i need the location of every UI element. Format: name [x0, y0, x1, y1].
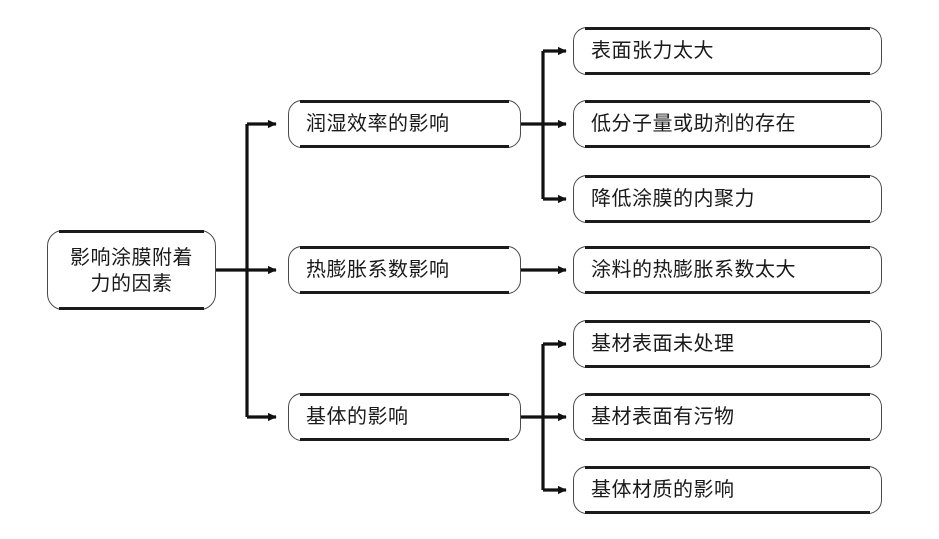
- node-root[interactable]: 影响涂膜附着 力的因素: [47, 230, 216, 310]
- node-leaf-coating-cte[interactable]: 涂料的热膨胀系数太大: [573, 246, 882, 294]
- node-branch-thermal-label: 热膨胀系数影响: [306, 257, 450, 282]
- node-leaf-untreated[interactable]: 基材表面未处理: [573, 320, 882, 368]
- node-leaf-contaminated-label: 基材表面有污物: [591, 404, 735, 429]
- node-leaf-material-label: 基体材质的影响: [591, 477, 735, 502]
- node-root-label: 影响涂膜附着 力的因素: [70, 244, 193, 295]
- node-branch-substrate-label: 基体的影响: [306, 404, 409, 429]
- edge-trunk-to-branches: [247, 119, 277, 422]
- node-leaf-low-molecular-label: 低分子量或助剂的存在: [591, 111, 796, 136]
- node-branch-wetting-label: 润湿效率的影响: [306, 111, 450, 136]
- node-leaf-surface-tension-label: 表面张力太大: [591, 38, 714, 63]
- node-branch-thermal[interactable]: 热膨胀系数影响: [288, 246, 521, 294]
- edge-substrate-to-leaves: [521, 339, 567, 495]
- node-leaf-untreated-label: 基材表面未处理: [591, 331, 735, 356]
- node-branch-wetting[interactable]: 润湿效率的影响: [288, 100, 521, 148]
- edge-wetting-to-leaves: [521, 46, 567, 204]
- node-leaf-cohesion-label: 降低涂膜的内聚力: [591, 186, 755, 211]
- node-leaf-low-molecular[interactable]: 低分子量或助剂的存在: [573, 100, 882, 148]
- node-leaf-material[interactable]: 基体材质的影响: [573, 466, 882, 514]
- node-leaf-surface-tension[interactable]: 表面张力太大: [573, 27, 882, 75]
- node-branch-substrate[interactable]: 基体的影响: [288, 393, 521, 441]
- node-leaf-coating-cte-label: 涂料的热膨胀系数太大: [591, 257, 796, 282]
- node-leaf-contaminated[interactable]: 基材表面有污物: [573, 393, 882, 441]
- edge-root-trunk: [216, 124, 249, 417]
- node-leaf-cohesion[interactable]: 降低涂膜的内聚力: [573, 175, 882, 223]
